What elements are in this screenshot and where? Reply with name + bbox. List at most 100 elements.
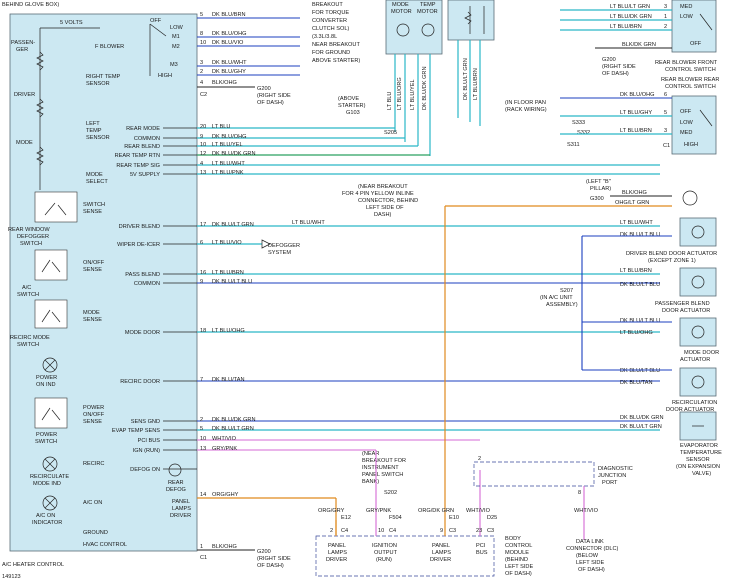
panel-lamps-driver-left-3: DRIVER [170,513,191,519]
near-breakout-4pin-4: LEFT SIDE OF [366,205,404,211]
top-wire-pin-5: 2 [200,69,203,75]
act-driver-wire-1: LT BLU/WHT [620,220,653,226]
act-recirc-name-2: DOOR ACTUATOR [666,407,714,413]
vertical-wires: LT BLU LT BLU/ORG LT BLU/YEL DK BLU/DK G… [384,40,590,156]
recirc-label: RECIRC [83,461,104,467]
passenger-label-2: GER [16,47,28,53]
vwire-6: LT BLU/BRN [473,68,479,100]
signal-pin: 18 [200,328,206,334]
signal-label: MODE DOOR [125,330,160,336]
rear-blower-rear-label: REAR BLOWER REAR [661,77,719,83]
act-evap-name: EVAPORATOR [680,443,718,449]
top-wire-pin-2: 8 [200,31,203,37]
arrow-right-icon [261,239,271,249]
above-starter-1: (ABOVE [338,96,359,102]
bcm-name-4: (BEHIND [505,557,528,563]
bcm-conn-1: C4 [341,528,348,534]
act-driver-name-2: (EXCEPT ZONE 1) [648,258,696,264]
blower-switch: OFF LOW M1 M2 M3 HIGH [149,18,183,79]
top-wire-pin-3: 10 [200,40,206,46]
diagnostic-junction-port: DIAGNOSTIC JUNCTION PORT 2 8 WHT/VIO DAT… [473,456,633,573]
power-on-off-sense-label: POWER [83,405,104,411]
rt-wire-pin-3: 2 [664,24,667,30]
bcm-name-6: OF DASH) [505,571,532,577]
rm-wire-label-2: LT BLU/GHY [620,110,652,116]
signal-wire-color: LT BLU [212,124,230,130]
blower-pos-low: LOW [170,25,183,31]
signal-wire-color: GRY/PNK [212,446,237,452]
rm-wire-pin-3: 3 [664,128,667,134]
signal-wire-color: DK BLU/DK GRN [212,417,256,423]
power-on-ind-label: POWER [36,375,57,381]
hvac-control-title: HVAC CONTROL [83,542,127,548]
switch-sense-label-2: SENSE [83,209,102,215]
power-on-ind-label-2: ON IND [36,382,56,388]
recirculate-lamp-icon [42,456,58,472]
signal-label: RECIRC DOOR [120,379,160,385]
rear-pos-bot-high: HIGH [684,142,698,148]
act-recirc-name: RECIRCULATION [672,400,717,406]
signal-label: PCI BUS [138,438,161,444]
panel-lamps-driver-left: PANEL [172,499,190,505]
top-wire-bundle: 5 DK BLU/BRN 8 DK BLU/OHG 10 DK BLU/VIO … [197,12,300,106]
rear-window-defogger-label-3: SWITCH [20,241,42,247]
signal-pin: 16 [200,270,206,276]
g200-right-1: G200 [602,57,616,63]
g200-right-2: (RIGHT SIDE [602,64,636,70]
act-pass-name: PASSENGER BLEND [655,301,710,307]
bcm-ignition-output-2: OUTPUT [374,550,398,556]
vwire-3: LT BLU/YEL [410,79,416,110]
signal-label: PASS BLEND [125,272,160,278]
bcm-wire-2: GRY/PNK [366,508,391,514]
passenger-label: PASSEN- [11,40,35,46]
breakout-line-8: ABOVE STARTER) [312,58,360,64]
recirc-mode-switch-label: RECIRC MODE [10,335,50,341]
g200-top-3: OF DASH) [257,100,284,106]
breakout-line-7: FOR GROUND [312,50,350,56]
mode-sense-label-2: SENSE [83,317,102,323]
signal-wire-color: DK BLU/LT BLU [212,279,252,285]
signal-label: WIPER DE-ICER [117,242,160,248]
rear-pos-bot-off: OFF [680,109,692,115]
rear-pos-top-low: LOW [680,14,693,20]
act-evap-name-3: SENSOR [686,457,710,463]
breakout-line-6: NEAR BREAKOUT [312,42,360,48]
in-floor-pan-2: (RACK WIRING) [505,107,547,113]
dlc-wire: WHT/VIO [574,508,599,514]
recirculate-mode-ind-label-2: MODE IND [33,481,61,487]
bcm-wire-3: ORG/DK GRN [418,508,454,514]
bcm-pci-bus: PCI [476,543,486,549]
act-driver-name: DRIVER BLEND DOOR ACTUATOR [626,251,717,257]
ac-switch-label: A/C [22,285,31,291]
driver-label: DRIVER [14,92,35,98]
g200-bottom-2: (RIGHT SIDE [257,556,291,562]
bcm-wire-4: WHT/VIO [466,508,491,514]
signal-pin: 17 [200,222,206,228]
bcm-block: PANEL LAMPS DRIVER IGNITION OUTPUT (RUN)… [315,450,533,577]
bcm-name-2: CONTROL [505,543,532,549]
blower-pos-off: OFF [150,18,162,24]
signal-pin: 12 [200,151,206,157]
mode-motor-label: MODE [392,2,409,8]
switch-sense-block: SWITCH SENSE REAR WINDOW DEFOGGER SWITCH [8,191,105,247]
bcm-conn-3: C3 [449,528,456,534]
top-wire-label-1: DK BLU/BRN [212,12,246,18]
top-wire-label-3: DK BLU/VIO [212,40,244,46]
signal-label: REAR TEMP SIG [116,163,160,169]
ground-pin: 1 [200,544,203,550]
mode-resistor-icon [36,146,44,166]
s207-label: S207 [560,288,573,294]
center-header: BREAKOUT FOR TORQUE CONVERTER CLUTCH SOL… [312,2,366,116]
signal-pin: 6 [200,240,203,246]
bcm-pin-4: 23 [476,528,482,534]
ac-switch-label-2: SWITCH [17,292,39,298]
rear-defog-lamp-icon [168,463,182,477]
s207-label-3: ASSEMBLY) [546,302,578,308]
bcm-sp-4: D25 [487,515,497,521]
near-breakout-ipb-4: PANEL SWITCH [362,472,403,478]
ground-label: GROUND [83,530,108,536]
temp-motor-icon [421,23,435,37]
bcm-panel-lamps-2b: LAMPS [432,550,451,556]
left-temp-sensor-label: LEFT [86,121,100,127]
